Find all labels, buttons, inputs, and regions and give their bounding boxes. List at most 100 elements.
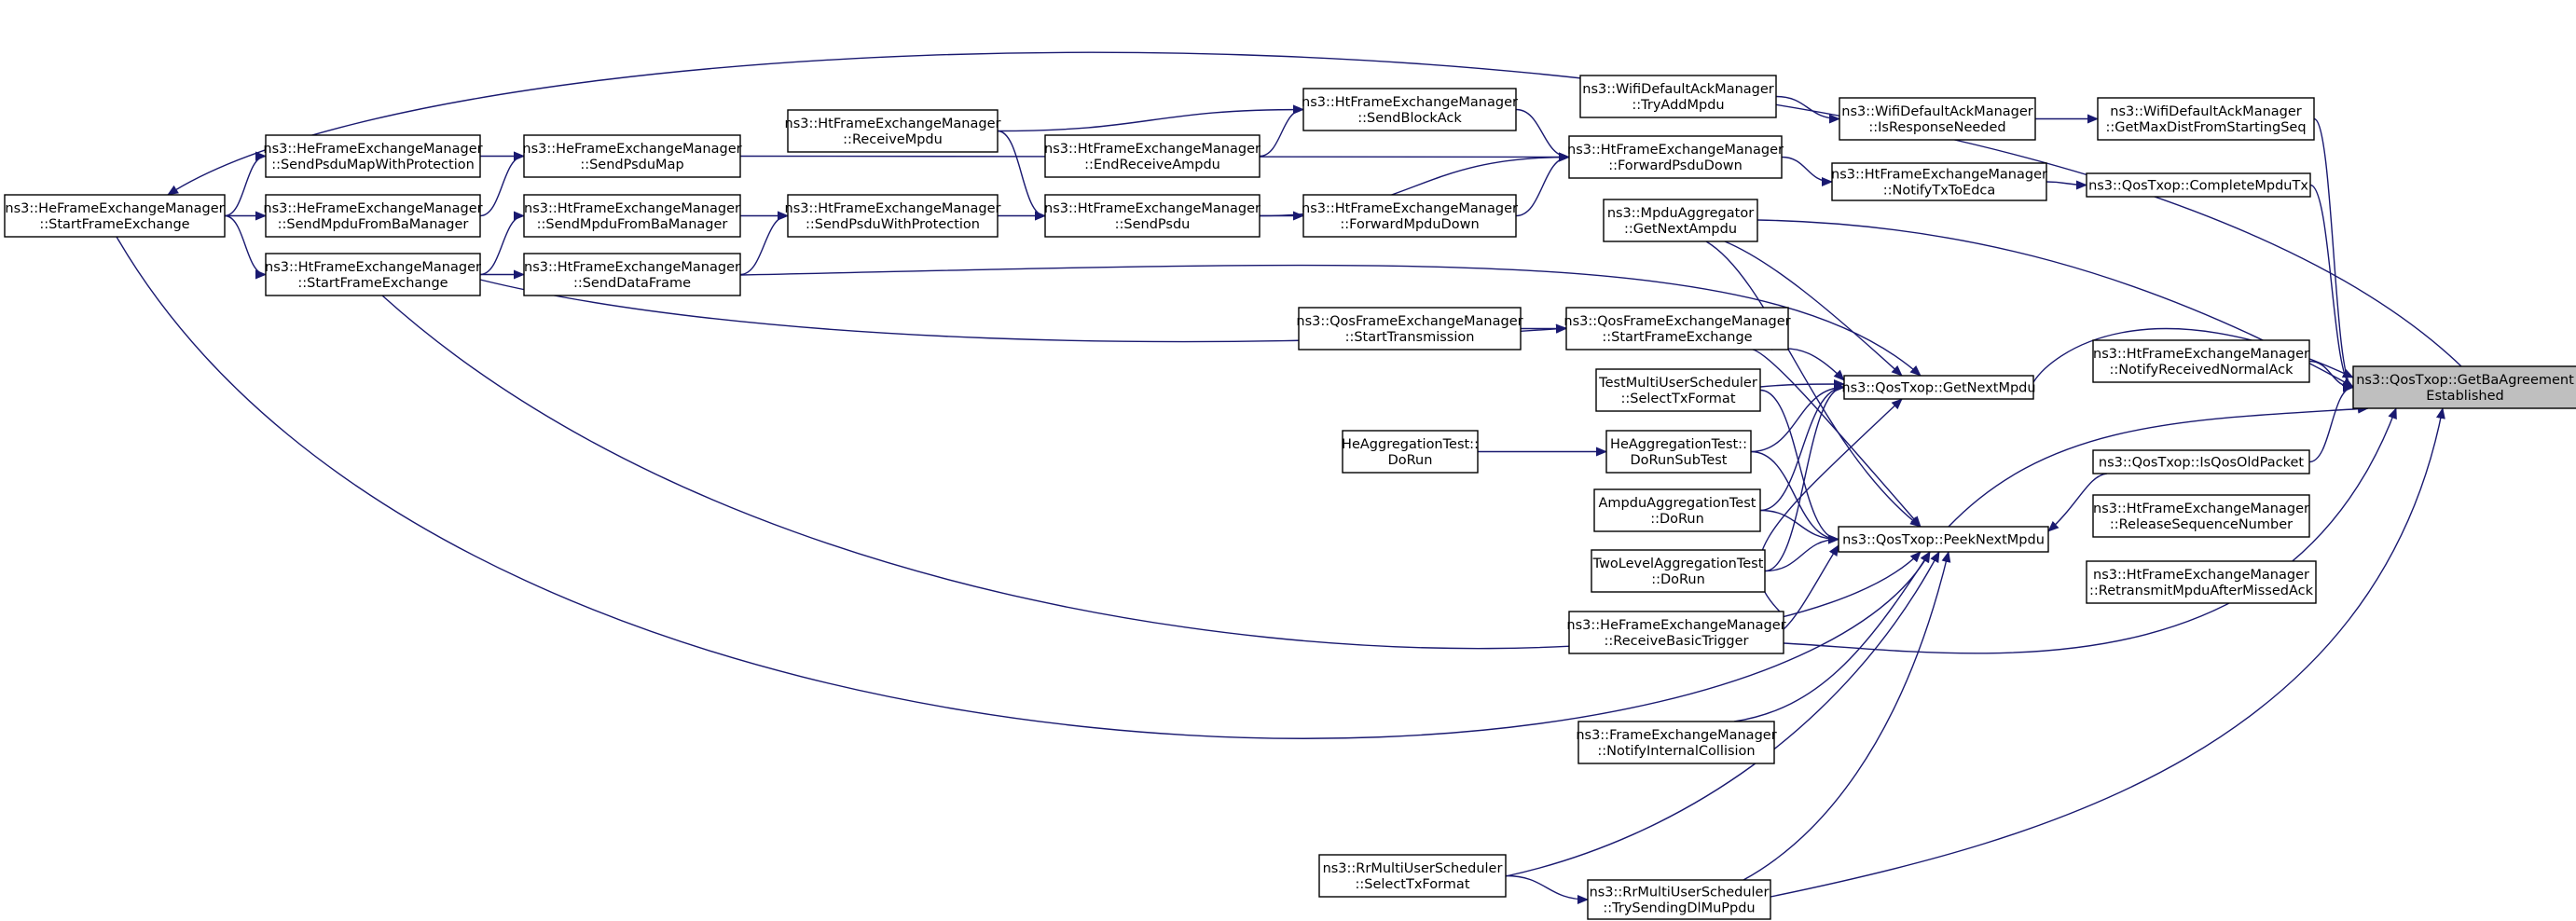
edge-qosPeekNextMpdu-rrTrySendingDl xyxy=(1743,551,1951,881)
node-label: ns3::HtFrameExchangeManager xyxy=(524,260,740,275)
node-label: ns3::HtFrameExchangeManager xyxy=(265,260,481,275)
node-qosFEStartFE[interactable]: ns3::QosFrameExchangeManager::StartFrame… xyxy=(1564,307,1791,351)
node-label: ns3::HeFrameExchangeManager xyxy=(522,142,741,157)
node-htSendMpduBa[interactable]: ns3::HtFrameExchangeManager::SendMpduFro… xyxy=(523,194,741,238)
node-label: ::ForwardMpduDown xyxy=(1340,217,1479,232)
node-label: HeAggregationTest:: xyxy=(1342,437,1479,452)
node-qosPeekNextMpdu[interactable]: ns3::QosTxop::PeekNextMpdu xyxy=(1838,526,2049,553)
node-label: ns3::HtFrameExchangeManager xyxy=(1831,168,2047,183)
node-htEndReceiveAmpdu[interactable]: ns3::HtFrameExchangeManager::EndReceiveA… xyxy=(1044,134,1260,178)
edge-getBa-qosPeekNextMpdu xyxy=(1948,404,2369,528)
node-qosGetNextMpdu[interactable]: ns3::QosTxop::GetNextMpdu xyxy=(1841,375,2036,400)
node-htReceiveMpdu[interactable]: ns3::HtFrameExchangeManager::ReceiveMpdu xyxy=(785,109,1001,153)
node-htSendDataFrame[interactable]: ns3::HtFrameExchangeManager::SendDataFra… xyxy=(523,253,741,296)
node-box xyxy=(1593,488,1761,532)
node-qosCompleteMpduTx[interactable]: ns3::QosTxop::CompleteMpduTx xyxy=(2086,172,2311,198)
edges xyxy=(116,51,2462,904)
node-label: ns3::HeFrameExchangeManager xyxy=(263,201,482,216)
node-label: TwoLevelAggregationTest xyxy=(1592,557,1764,571)
node-rrSelectTxFormat[interactable]: ns3::RrMultiUserScheduler::SelectTxForma… xyxy=(1318,854,1507,898)
node-wifiTryAddMpdu[interactable]: ns3::WifiDefaultAckManager::TryAddMpdu xyxy=(1579,75,1777,118)
node-label: ::ReceiveBasicTrigger xyxy=(1605,634,1749,649)
node-label: ns3::QosFrameExchangeManager xyxy=(1296,314,1522,329)
node-label: ::SendDataFrame xyxy=(573,276,691,291)
node-label: ::SendBlockAck xyxy=(1357,111,1462,126)
node-qosIsQosOldPacket[interactable]: ns3::QosTxop::IsQosOldPacket xyxy=(2092,449,2310,474)
node-box xyxy=(1342,430,1479,474)
node-box xyxy=(2092,339,2310,383)
edge-qosGetNextMpdu-mpduAggGetNext xyxy=(1724,241,1903,377)
edge-htSendMpduBa-htStartFE xyxy=(479,211,525,276)
node-label: ns3::HtFrameExchangeManager xyxy=(524,201,740,216)
node-box xyxy=(1603,199,1758,242)
node-htSendBlockAck[interactable]: ns3::HtFrameExchangeManager::SendBlockAc… xyxy=(1302,88,1518,131)
node-label: ::IsResponseNeeded xyxy=(1868,120,2005,135)
node-box xyxy=(1595,368,1761,412)
node-htNotifyTxToEdca[interactable]: ns3::HtFrameExchangeManager::NotifyTxToE… xyxy=(1831,162,2047,201)
edge-qosGetNextMpdu-heAggDoRunSub xyxy=(1750,382,1845,453)
node-ampduAggDoRun[interactable]: AmpduAggregationTest::DoRun xyxy=(1593,488,1761,532)
node-box xyxy=(4,194,226,238)
node-label: ns3::MpduAggregator xyxy=(1607,206,1754,221)
node-label: ::EndReceiveAmpdu xyxy=(1084,158,1220,172)
node-label: ns3::HeFrameExchangeManager xyxy=(5,201,224,216)
node-heSendPsduMapProt[interactable]: ns3::HeFrameExchangeManager::SendPsduMap… xyxy=(263,134,483,178)
node-box xyxy=(1044,194,1260,238)
node-feNotifyInternal[interactable]: ns3::FrameExchangeManager::NotifyInterna… xyxy=(1576,721,1777,764)
node-heAggTestDoRun[interactable]: HeAggregationTest::DoRun xyxy=(1342,430,1479,474)
node-mpduAggGetNext[interactable]: ns3::MpduAggregator::GetNextAmpdu xyxy=(1603,199,1758,242)
node-heSendPsduMap[interactable]: ns3::HeFrameExchangeManager::SendPsduMap xyxy=(522,134,742,178)
node-label: ns3::QosTxop::PeekNextMpdu xyxy=(1842,533,2045,548)
edge-qosCompleteMpduTx-htNotifyTxToEdca xyxy=(2046,180,2087,190)
node-heSendMpduBa[interactable]: ns3::HeFrameExchangeManager::SendMpduFro… xyxy=(263,194,483,238)
edge-qosPeekNextMpdu-twoLevelDoRun xyxy=(1764,534,1839,572)
node-box xyxy=(2352,365,2576,409)
edge-htForwardPsduDown-htForwardMpduDown xyxy=(1515,152,1570,217)
node-box xyxy=(1577,721,1775,764)
node-testMUSelect[interactable]: TestMultiUserScheduler::SelectTxFormat xyxy=(1595,368,1761,412)
node-box xyxy=(787,109,999,153)
node-htSendPsduProt[interactable]: ns3::HtFrameExchangeManager::SendPsduWit… xyxy=(785,194,1001,238)
node-htStartFE[interactable]: ns3::HtFrameExchangeManager::StartFrameE… xyxy=(265,253,481,296)
node-heReceiveBasicTrigger[interactable]: ns3::HeFrameExchangeManager::ReceiveBasi… xyxy=(1566,611,1786,654)
edge-qosPeekNextMpdu-ampduAggDoRun xyxy=(1759,509,1839,544)
node-heAggDoRunSub[interactable]: HeAggregationTest::DoRunSubTest xyxy=(1605,430,1752,474)
node-wifiGetMaxDist[interactable]: ns3::WifiDefaultAckManager::GetMaxDistFr… xyxy=(2097,97,2315,141)
edge-qosPeekNextMpdu-heReceiveBasicTrigger xyxy=(1783,544,1839,630)
node-htRetransmitMpdu[interactable]: ns3::HtFrameExchangeManager::RetransmitM… xyxy=(2086,560,2317,604)
node-label: ::DoRun xyxy=(1650,512,1704,527)
edge-getBa-qosIsQosOldPacket xyxy=(2308,382,2354,463)
node-htNotifyRecvNormalAck[interactable]: ns3::HtFrameExchangeManager::NotifyRecei… xyxy=(2092,339,2310,383)
node-twoLevelDoRun[interactable]: TwoLevelAggregationTest::DoRun xyxy=(1591,549,1766,593)
node-box xyxy=(1839,97,2036,141)
node-label: ns3::HtFrameExchangeManager xyxy=(2093,568,2309,583)
node-label: ns3::RrMultiUserScheduler xyxy=(1590,886,1770,900)
node-label: ::StartTransmission xyxy=(1345,330,1475,345)
edge-htForwardPsduDown-htSendBlockAck xyxy=(1515,108,1570,162)
node-htReleaseSeqNum[interactable]: ns3::HtFrameExchangeManager::ReleaseSequ… xyxy=(2092,494,2310,538)
node-htForwardPsduDown[interactable]: ns3::HtFrameExchangeManager::ForwardPsdu… xyxy=(1567,135,1784,179)
node-box xyxy=(2092,449,2310,474)
node-box xyxy=(1838,526,2049,553)
node-box xyxy=(2086,560,2317,604)
node-label: ns3::QosTxop::GetNextMpdu xyxy=(1841,381,2035,396)
node-label: ::StartFrameExchange xyxy=(1602,330,1752,345)
node-wifiIsRespNeeded[interactable]: ns3::WifiDefaultAckManager::IsResponseNe… xyxy=(1839,97,2036,141)
node-box xyxy=(265,134,481,178)
node-box xyxy=(1587,879,1771,920)
node-label: ns3::WifiDefaultAckManager xyxy=(2110,104,2302,119)
node-box xyxy=(1298,307,1522,351)
node-label: ::SelectTxFormat xyxy=(1620,392,1735,406)
node-htForwardMpduDown[interactable]: ns3::HtFrameExchangeManager::ForwardMpdu… xyxy=(1302,194,1518,238)
node-heStartFE[interactable]: ns3::HeFrameExchangeManager::StartFrameE… xyxy=(4,194,226,238)
node-qosFEStartTx[interactable]: ns3::QosFrameExchangeManager::StartTrans… xyxy=(1296,307,1523,351)
nodes: ns3::QosTxop::GetBaAgreementEstablishedn… xyxy=(4,75,2576,920)
node-label: ns3::HtFrameExchangeManager xyxy=(1044,142,1260,157)
node-htSendPsdu[interactable]: ns3::HtFrameExchangeManager::SendPsdu xyxy=(1044,194,1260,238)
node-label: ::ForwardPsduDown xyxy=(1608,158,1743,173)
node-label: ns3::HtFrameExchangeManager xyxy=(785,117,1001,131)
node-rrTrySendingDl[interactable]: ns3::RrMultiUserScheduler::TrySendingDlM… xyxy=(1587,879,1771,920)
node-label: ::ReceiveMpdu xyxy=(843,132,943,147)
